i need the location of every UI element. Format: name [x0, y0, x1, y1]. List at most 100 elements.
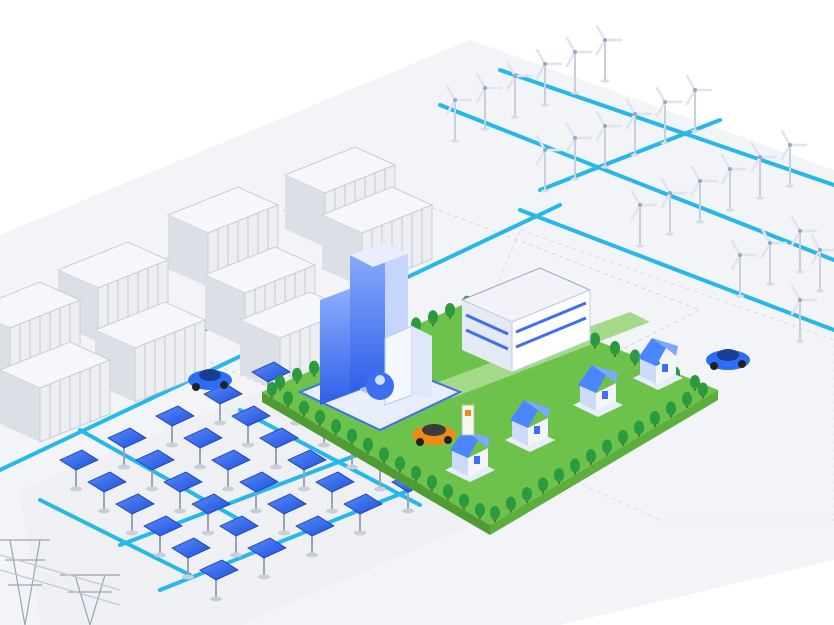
tree-icon: [283, 391, 293, 408]
battery-container-icon: [93, 301, 207, 403]
wind-farm: [445, 24, 834, 343]
solar-panel-icon: [315, 471, 355, 514]
tree-icon: [570, 458, 580, 475]
wind-turbine-icon: [810, 234, 834, 293]
wind-turbine-icon: [660, 177, 688, 236]
solar-panel-icon: [135, 449, 175, 492]
solar-panel-icon: [107, 427, 147, 470]
tree-icon: [650, 411, 660, 427]
tree-icon: [506, 496, 516, 513]
solar-panel-icon: [171, 537, 211, 580]
solar-panel-icon: [143, 515, 183, 558]
wind-turbine-icon: [475, 72, 503, 131]
tree-icon: [586, 449, 596, 465]
tree-icon: [610, 341, 620, 357]
car-blue-left: [188, 369, 232, 391]
tree-icon: [411, 465, 421, 482]
tree-icon: [475, 502, 485, 519]
solar-panel-icon: [287, 449, 327, 492]
tree-icon: [299, 400, 309, 417]
house-icon: [445, 430, 495, 482]
tree-icon: [275, 375, 285, 391]
wind-turbine-icon: [625, 98, 653, 157]
tree-icon: [538, 477, 548, 494]
solar-panel-icon: [267, 493, 307, 536]
wind-turbine-icon: [730, 239, 758, 298]
wind-turbine-icon: [505, 60, 533, 119]
wind-turbine-icon: [595, 24, 623, 83]
wind-turbine-icon: [565, 122, 593, 181]
wind-turbine-icon: [690, 165, 718, 224]
solar-panel-icon: [247, 537, 287, 580]
tree-icon: [618, 430, 628, 446]
wind-turbine-icon: [655, 86, 683, 145]
wind-turbine-icon: [790, 215, 818, 274]
solar-panel-icon: [231, 405, 271, 448]
solar-panel-icon: [259, 427, 299, 470]
tree-icon: [634, 420, 644, 437]
solar-panel-icon: [87, 471, 127, 514]
wind-turbine-icon: [595, 110, 623, 169]
house-icon: [505, 400, 555, 452]
headquarters-building: [297, 242, 463, 432]
tree-icon: [428, 310, 438, 327]
house-icon: [633, 338, 683, 390]
solar-panel-icon: [163, 471, 203, 514]
solar-panel-icon: [199, 559, 239, 602]
wind-turbine-icon: [760, 227, 788, 286]
energy-orb-icon: [366, 372, 394, 400]
tree-icon: [630, 349, 640, 366]
residential-houses: [445, 338, 683, 482]
tree-icon: [379, 447, 389, 464]
solar-panel-icon: [115, 493, 155, 536]
tree-icon: [445, 303, 455, 319]
tree-icon: [427, 475, 437, 491]
tree-icon: [602, 439, 612, 456]
tree-icon: [690, 375, 700, 391]
battery-storage-area: [0, 146, 434, 443]
car-orange: [412, 424, 456, 446]
tree-icon: [347, 428, 357, 445]
solar-panel-icon: [59, 449, 99, 492]
wind-turbine-icon: [780, 129, 808, 188]
tree-icon: [309, 360, 319, 377]
house-icon: [573, 365, 623, 417]
ev-charger-icon: [461, 404, 475, 436]
solar-panel-icon: [219, 515, 259, 558]
wind-turbine-icon: [535, 134, 563, 193]
tree-icon: [522, 487, 532, 503]
tree-icon: [292, 367, 302, 384]
solar-panel-icon: [239, 471, 279, 514]
wind-turbine-icon: [750, 141, 778, 200]
battery-container-icon: [0, 341, 112, 443]
tree-icon: [395, 456, 405, 473]
tree-icon: [315, 409, 325, 426]
solar-panel-icon: [295, 515, 335, 558]
tree-icon: [590, 332, 600, 349]
solar-panel-icon: [191, 493, 231, 536]
wind-turbine-icon: [565, 36, 593, 95]
tree-icon: [682, 392, 692, 408]
wind-turbine-icon: [535, 48, 563, 107]
wind-turbine-icon: [445, 84, 473, 143]
car-blue-right: [706, 349, 750, 370]
tree-icon: [666, 401, 676, 418]
tree-icon: [363, 437, 373, 454]
tree-icon: [331, 419, 341, 436]
solar-panel-icon: [211, 449, 251, 492]
tree-icon: [490, 506, 500, 522]
tree-icon: [459, 493, 469, 510]
solar-panel-icon: [343, 493, 383, 536]
tree-icon: [267, 382, 277, 398]
office-building: [460, 267, 592, 373]
tree-icon: [698, 382, 708, 399]
tree-icon: [554, 468, 564, 484]
wind-turbine-icon: [720, 153, 748, 212]
solar-panel-icon: [155, 405, 195, 448]
wind-turbine-icon: [630, 189, 658, 248]
tree-icon: [443, 484, 453, 501]
wind-turbine-icon: [685, 74, 713, 133]
wind-turbine-icon: [790, 284, 818, 343]
solar-panel-icon: [183, 427, 223, 470]
